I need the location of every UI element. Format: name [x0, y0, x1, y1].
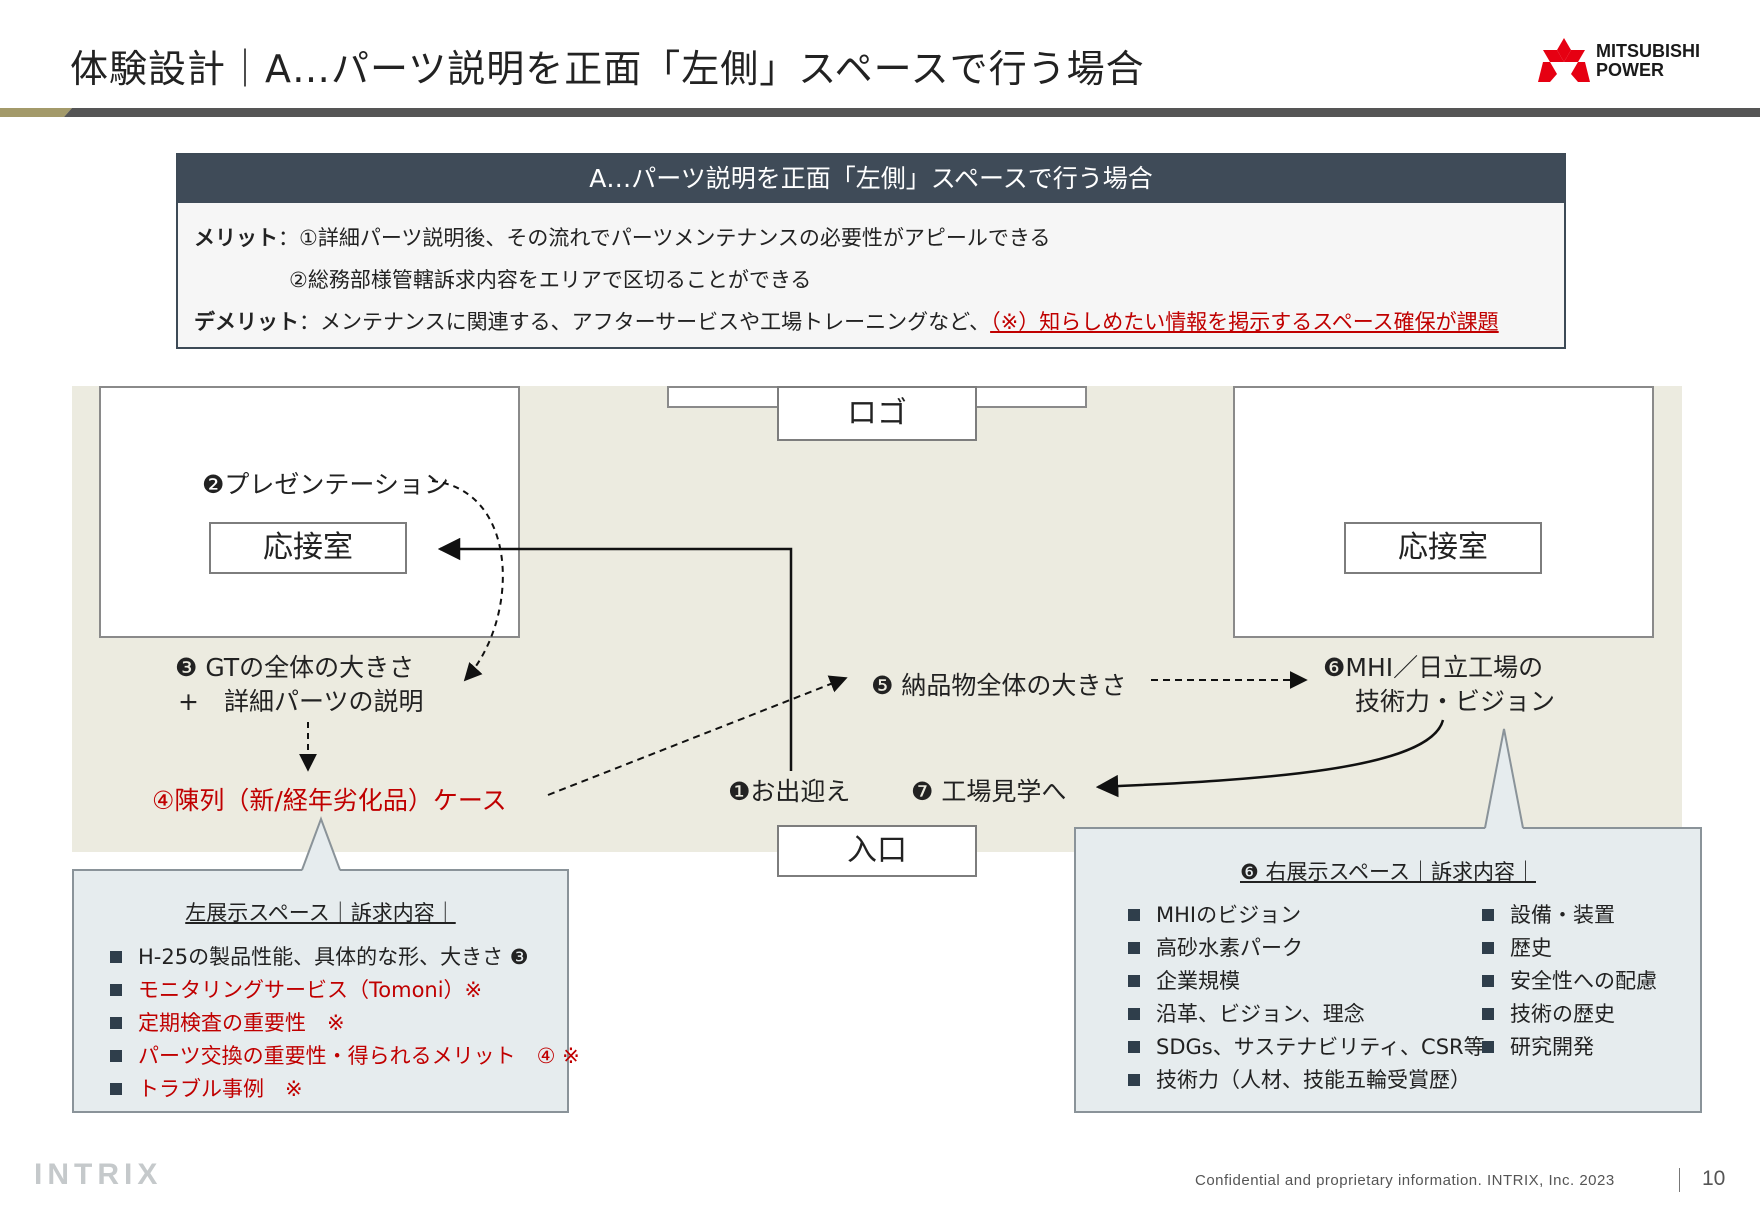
summary-heading: A…パーツ説明を正面「左側」スペースで行う場合 — [178, 155, 1564, 203]
left-callout-list: H-25の製品性能、具体的な形、大きさ ❸ モニタリングサービス（Tomoni）… — [110, 941, 580, 1106]
demerit-issue-text: （※）知らしめたい情報を掲示するスペース確保が課題 — [990, 310, 1499, 334]
list-item: トラブル事例 ※ — [110, 1073, 567, 1106]
demerit-label: デメリット — [194, 310, 299, 334]
list-item: 定期検査の重要性 ※ — [110, 1007, 567, 1040]
merit-2-text: ②総務部様管轄訴求内容をエリアで区切ることができる — [289, 268, 812, 292]
list-item: SDGs、サステナビリティ、CSR等 — [1128, 1031, 1485, 1064]
list-item: 設備・装置 — [1482, 899, 1657, 932]
step-6-line-2: 技術力・ビジョン — [1355, 687, 1556, 716]
left-exhibit-callout: 左展示スペース｜訴求内容｜ H-25の製品性能、具体的な形、大きさ ❸ モニタリ… — [72, 869, 580, 1113]
list-item: 技術力（人材、技能五輪受賞歴） — [1128, 1064, 1485, 1097]
step-3-line-2: + 詳細パーツの説明 — [178, 687, 424, 716]
left-callout-title: 左展示スペース｜訴求内容｜ — [185, 901, 456, 925]
right-reception-room — [1233, 386, 1654, 638]
header-rule — [0, 108, 1760, 117]
list-item: 技術の歴史 — [1482, 998, 1657, 1031]
list-item: 企業規模 — [1128, 965, 1485, 998]
list-item: 安全性への配慮 — [1482, 965, 1657, 998]
step-3-line-1: ❸ GTの全体の大きさ — [175, 653, 415, 682]
merit-row-1: メリット：①詳細パーツ説明後、その流れでパーツメンテナンスの必要性がアピールでき… — [194, 217, 1548, 259]
page-number: 10 — [1702, 1167, 1726, 1190]
demerit-text: ：メンテナンスに関連する、アフターサービスや工場トレーニングなど、 — [299, 310, 991, 334]
list-item: MHIのビジョン — [1128, 899, 1485, 932]
confidential-notice: Confidential and proprietary information… — [1195, 1172, 1615, 1189]
step-5-delivery-size: ❺ 納品物全体の大きさ — [871, 671, 1127, 700]
mitsubishi-power-logo: MITSUBISHI POWER — [1538, 36, 1728, 86]
intrix-brand: INTRIX — [34, 1158, 163, 1191]
logo-text: MITSUBISHI POWER — [1596, 41, 1701, 80]
step-6-line-1: ❻MHI／日立工場の — [1323, 653, 1544, 682]
left-room-label: 応接室 — [209, 522, 407, 574]
right-callout-list-1: MHIのビジョン 高砂水素パーク 企業規模 沿革、ビジョン、理念 SDGs、サス… — [1128, 899, 1485, 1097]
right-exhibit-callout: ❻ 右展示スペース｜訴求内容｜ MHIのビジョン 高砂水素パーク 企業規模 沿革… — [1074, 827, 1702, 1113]
step-1-welcome: ❶お出迎え — [728, 777, 851, 806]
logo-label: ロゴ — [777, 386, 977, 441]
merit-label: メリット — [194, 226, 278, 250]
left-reception-room — [99, 386, 520, 638]
right-callout-title: ❻ 右展示スペース｜訴求内容｜ — [1240, 860, 1536, 884]
demerit-row: デメリット：メンテナンスに関連する、アフターサービスや工場トレーニングなど、（※… — [194, 301, 1548, 343]
step-4-display-case: ④陳列（新/経年劣化品）ケース — [152, 786, 507, 815]
merit-row-2: ②総務部様管轄訴求内容をエリアで区切ることができる — [194, 259, 1548, 301]
entrance-label: 入口 — [777, 825, 977, 877]
list-item: H-25の製品性能、具体的な形、大きさ ❸ — [110, 941, 567, 974]
list-item: 研究開発 — [1482, 1031, 1657, 1064]
list-item: パーツ交換の重要性・得られるメリット ④ ※ — [110, 1040, 580, 1073]
list-item: モニタリングサービス（Tomoni）※ — [110, 974, 567, 1007]
list-item: 沿革、ビジョン、理念 — [1128, 998, 1485, 1031]
list-item: 歴史 — [1482, 932, 1657, 965]
right-callout-list-2: 設備・装置 歴史 安全性への配慮 技術の歴史 研究開発 — [1482, 899, 1657, 1064]
merit-1-text: ：①詳細パーツ説明後、その流れでパーツメンテナンスの必要性がアピールできる — [278, 226, 1051, 250]
page-title: 体験設計｜A…パーツ説明を正面「左側」スペースで行う場合 — [70, 47, 1145, 91]
right-room-label: 応接室 — [1344, 522, 1542, 574]
summary-box: A…パーツ説明を正面「左側」スペースで行う場合 メリット：①詳細パーツ説明後、そ… — [176, 153, 1566, 349]
step-2-presentation: ❷プレゼンテーション — [202, 470, 449, 499]
list-item: 高砂水素パーク — [1128, 932, 1485, 965]
footer-divider — [1679, 1168, 1680, 1192]
three-diamonds-icon — [1538, 38, 1590, 82]
step-7-factory-tour: ❼ 工場見学へ — [911, 777, 1067, 806]
